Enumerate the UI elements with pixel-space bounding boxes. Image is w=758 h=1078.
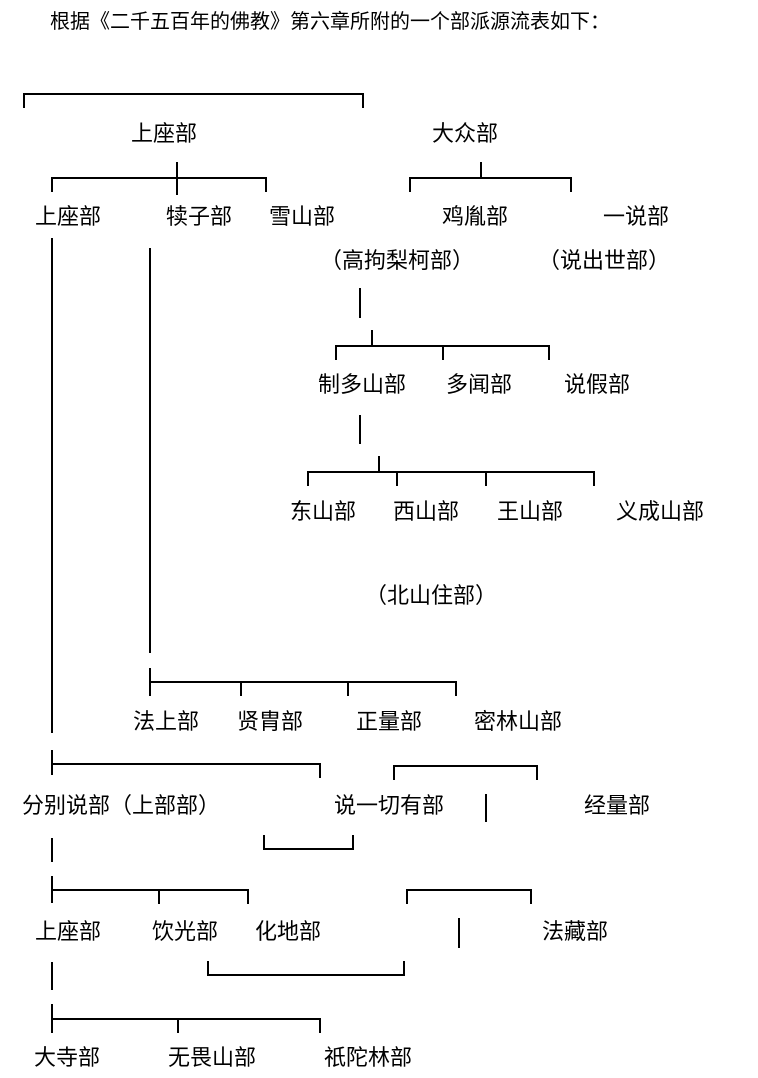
node-beishanzhu: （北山住部） <box>364 584 498 609</box>
node-yinguang: 饮光部 <box>151 920 219 945</box>
node-fenbieshuo: 分别说部（上部部） <box>21 794 221 819</box>
node-zhengliang: 正量部 <box>355 710 423 735</box>
node-shuochushi: （说出世部） <box>537 249 671 274</box>
node-dazhong: 大众部 <box>431 122 499 147</box>
node-shangzuo-top: 上座部 <box>130 122 198 147</box>
connector <box>207 961 405 976</box>
connector-top-bracket <box>23 93 364 108</box>
node-xishan: 西山部 <box>392 500 460 525</box>
node-shuojia: 说假部 <box>563 373 631 398</box>
node-gaojuli: （高拘梨柯部） <box>319 249 475 274</box>
node-jingliang: 经量部 <box>583 794 651 819</box>
connector <box>307 471 595 486</box>
node-yishuo: 一说部 <box>602 205 670 230</box>
node-shangzuo-2: 上座部 <box>34 205 102 230</box>
node-dongshan: 东山部 <box>289 500 357 525</box>
connector <box>52 1018 321 1033</box>
node-shangzuo-3: 上座部 <box>34 920 102 945</box>
node-shuoyiqieyou: 说一切有部 <box>333 794 445 819</box>
node-jiyin: 鸡胤部 <box>441 205 509 230</box>
node-fazang: 法藏部 <box>541 920 609 945</box>
connector <box>51 177 267 192</box>
intro-text: 根据《二千五百年的佛教》第六章所附的一个部派源流表如下： <box>50 9 610 33</box>
node-qituolin: 祇陀林部 <box>323 1046 413 1071</box>
node-fashang: 法上部 <box>132 710 200 735</box>
node-yichengshan: 义成山部 <box>615 500 705 525</box>
connector <box>150 681 457 696</box>
node-zhiduoshan: 制多山部 <box>317 373 407 398</box>
node-duowen: 多闻部 <box>445 373 513 398</box>
node-huadi: 化地部 <box>254 920 322 945</box>
node-xianzhou: 贤胄部 <box>236 710 304 735</box>
connector <box>263 835 354 850</box>
node-wuweishan: 无畏山部 <box>167 1046 257 1071</box>
node-xueshan: 雪山部 <box>268 205 336 230</box>
connector <box>409 177 572 192</box>
connector <box>406 889 532 904</box>
connector <box>393 765 538 780</box>
node-duzi: 犊子部 <box>165 205 233 230</box>
connector <box>52 889 249 904</box>
node-wangshan: 王山部 <box>496 500 564 525</box>
node-dasi: 大寺部 <box>33 1046 101 1071</box>
connector <box>52 763 321 778</box>
node-milinshan: 密林山部 <box>473 710 563 735</box>
